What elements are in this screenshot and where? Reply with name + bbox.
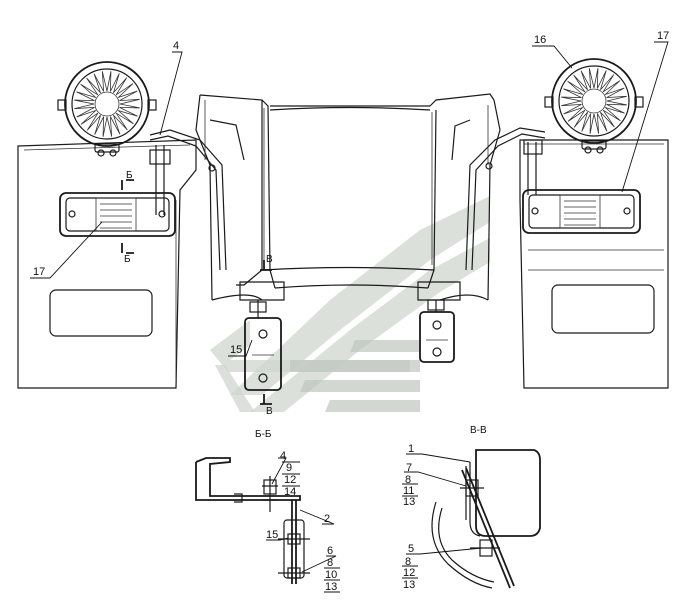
lamp-reflector-petal bbox=[76, 91, 96, 101]
left-fog-lamp bbox=[239, 281, 285, 391]
bb-callout-13: 13 bbox=[325, 581, 337, 593]
lamp-reflector-petal bbox=[74, 103, 95, 110]
lamp-reflector-petal bbox=[573, 74, 588, 93]
left-headlamp bbox=[57, 61, 157, 157]
lamp-reflector-petal bbox=[106, 116, 113, 137]
vv-callout-13: 13 bbox=[403, 496, 415, 508]
section-vv-detail: 1 7 8 11 13 5 8 12 13 bbox=[402, 443, 541, 591]
lamp-reflector-petal bbox=[101, 71, 108, 92]
section-mark-v-left: В bbox=[266, 254, 273, 265]
bb-callout-10: 10 bbox=[325, 569, 337, 581]
lamp-reflector-petal bbox=[602, 80, 621, 95]
bb-callout-9: 9 bbox=[286, 462, 292, 474]
left-marker-lamp bbox=[59, 192, 176, 237]
section-mark-v-bottom: В bbox=[266, 406, 273, 417]
lamp-reflector-petal bbox=[118, 107, 138, 117]
lamp-reflector-petal bbox=[86, 77, 101, 96]
lamp-reflector-petal bbox=[74, 99, 95, 105]
bb-callout-8: 8 bbox=[327, 557, 333, 569]
lamp-reflector-petal bbox=[118, 90, 138, 101]
lamp-reflector-petal bbox=[86, 112, 101, 131]
lamp-reflector-petal bbox=[113, 77, 128, 96]
right-headlamp bbox=[544, 58, 644, 154]
lamp-reflector-petal bbox=[76, 107, 96, 118]
lamp-reflector-petal bbox=[115, 110, 134, 125]
bb-callout-14: 14 bbox=[284, 486, 296, 498]
lamp-reflector-petal bbox=[580, 70, 591, 90]
lamp-reflector-petal bbox=[102, 116, 108, 137]
lamp-reflector-petal bbox=[581, 112, 591, 132]
lamp-reflector-petal bbox=[567, 80, 586, 95]
section-mark-b-bottom: Б bbox=[124, 254, 131, 265]
watermark-logo bbox=[210, 196, 490, 412]
callout-17-left: 17 bbox=[33, 266, 45, 278]
vv-callout-5: 5 bbox=[408, 543, 414, 555]
lamp-reflector-petal bbox=[602, 107, 621, 122]
callout-4-top: 4 bbox=[173, 40, 179, 52]
lamp-reflector-petal bbox=[561, 100, 582, 107]
vv-callout-7: 7 bbox=[406, 462, 412, 474]
lamp-reflector-petal bbox=[93, 73, 104, 93]
lamp-reflector-petal bbox=[563, 88, 583, 98]
lamp-reflector-petal bbox=[119, 103, 140, 109]
lamp-reflector-petal bbox=[597, 70, 607, 90]
right-marker-lamp bbox=[522, 189, 641, 234]
right-fog-lamp bbox=[417, 281, 461, 363]
section-bb-detail: 4 9 12 14 2 15 6 8 10 13 bbox=[195, 450, 340, 593]
lamp-reflector-petal bbox=[80, 110, 99, 125]
lamp-reflector-petal bbox=[80, 83, 99, 98]
lamp-reflector-petal bbox=[567, 107, 586, 122]
lamp-reflector-petal bbox=[110, 115, 121, 135]
right-fender bbox=[519, 139, 669, 389]
lamp-reflector-petal bbox=[94, 115, 104, 135]
bb-callout-12: 12 bbox=[284, 474, 296, 486]
callout-15: 15 bbox=[230, 344, 242, 356]
lamp-reflector-petal bbox=[606, 95, 627, 102]
vv-callout-8b: 8 bbox=[405, 556, 411, 568]
lamp-reflector-petal bbox=[597, 112, 608, 132]
lamp-reflector-petal bbox=[593, 113, 600, 134]
lamp-reflector-petal bbox=[593, 68, 599, 89]
lamp-reflector-petal bbox=[573, 109, 588, 128]
bb-callout-4: 4 bbox=[280, 450, 286, 462]
lamp-reflector-petal bbox=[600, 74, 615, 93]
section-mark-b-top: Б bbox=[126, 170, 133, 181]
callouts-main: 4 16 17 17 15 bbox=[30, 30, 669, 357]
section-title-vv: В-В bbox=[470, 425, 487, 436]
lamp-reflector-petal bbox=[110, 73, 120, 93]
bb-callout-15: 15 bbox=[266, 529, 278, 541]
callout-17-right: 17 bbox=[657, 30, 669, 42]
lamp-reflector-petal bbox=[606, 100, 627, 106]
bb-callout-2: 2 bbox=[324, 513, 330, 525]
vv-callout-12: 12 bbox=[403, 567, 415, 579]
vv-callout-11: 11 bbox=[403, 485, 414, 497]
lamp-reflector-petal bbox=[600, 109, 615, 128]
callout-16: 16 bbox=[534, 34, 546, 46]
lamp-reflector-petal bbox=[106, 71, 112, 92]
lamp-reflector-petal bbox=[563, 104, 583, 115]
bb-callout-6: 6 bbox=[327, 545, 333, 557]
section-marks: Б Б В В bbox=[121, 170, 273, 417]
lamp-reflector-petal bbox=[119, 98, 140, 105]
lamp-reflector-petal bbox=[561, 96, 582, 102]
vv-callout-8: 8 bbox=[405, 474, 411, 486]
lamp-reflector-petal bbox=[588, 68, 595, 89]
lamp-brackets bbox=[149, 127, 546, 271]
lamp-reflector-petal bbox=[115, 83, 134, 98]
lamp-reflector-petal bbox=[605, 104, 625, 114]
lamp-reflector-petal bbox=[113, 112, 128, 131]
vv-callout-1: 1 bbox=[408, 443, 414, 455]
lamp-reflector-petal bbox=[605, 87, 625, 98]
section-title-bb: Б-Б bbox=[255, 429, 272, 440]
left-fender bbox=[17, 139, 197, 389]
vv-callout-13b: 13 bbox=[403, 579, 415, 591]
lamp-reflector-petal bbox=[589, 113, 595, 134]
